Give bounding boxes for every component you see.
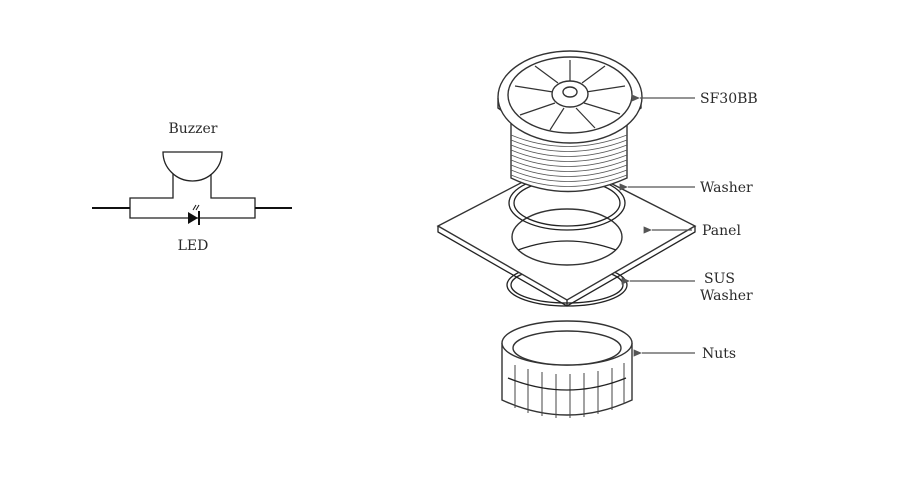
callouts: SF30BB Washer Panel SUS Washer Nuts xyxy=(619,91,758,362)
buzzer-label: Buzzer xyxy=(168,121,217,137)
led-diode-icon xyxy=(188,204,200,225)
sf30bb-switch-part xyxy=(497,50,643,193)
assembly-drawing xyxy=(436,50,697,418)
label-switch: SF30BB xyxy=(700,91,758,107)
label-panel: Panel xyxy=(702,223,741,239)
led-label: LED xyxy=(178,238,209,254)
buzzer-symbol xyxy=(162,151,223,182)
label-washer: Washer xyxy=(700,180,753,196)
label-nuts: Nuts xyxy=(702,346,736,362)
label-sus-washer-line1: SUS xyxy=(704,271,735,287)
label-sus-washer-line2: Washer xyxy=(700,288,753,304)
buzzer-led-schematic: Buzzer LED xyxy=(92,121,292,254)
nut-part xyxy=(501,320,633,418)
